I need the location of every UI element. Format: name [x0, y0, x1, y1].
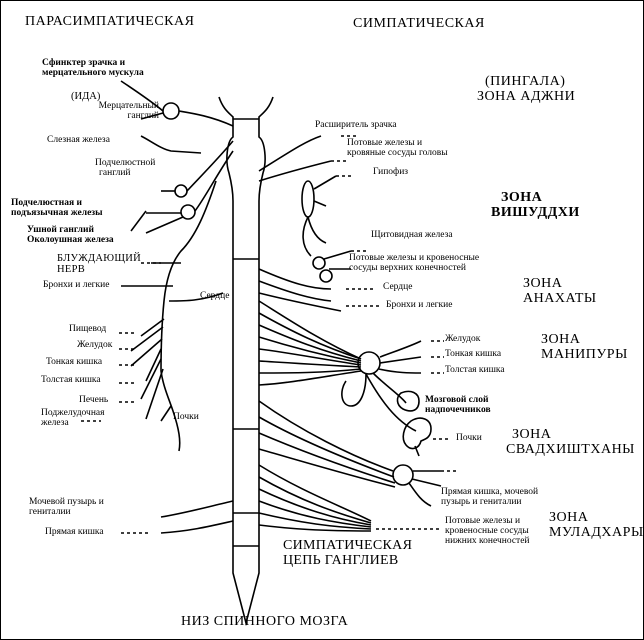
submandibular-ganglion	[174, 184, 188, 198]
celiac-ganglion	[357, 351, 381, 375]
zone-manipura: ЗОНА МАНИПУРЫ	[541, 332, 628, 362]
stellate-ganglion	[319, 269, 333, 283]
label-salivary-glands: Подчелюстная и подъязычная железы	[11, 198, 103, 218]
label-heart-right: Сердце	[383, 282, 413, 292]
label-pupil-dilator: Расширитель зрачка	[315, 120, 397, 130]
zone-muladhara: ЗОНА МУЛАДХАРЫ	[549, 510, 644, 540]
ciliary-ganglion	[162, 102, 180, 120]
sympathetic-chain-label: СИМПАТИЧЕСКАЯ ЦЕПЬ ГАНГЛИЕВ	[283, 538, 413, 568]
label-small-intestine-right: Тонкая кишка	[445, 349, 502, 359]
label-small-intestine-left: Тонкая кишка	[46, 357, 103, 367]
parasympathetic-header: ПАРАСИМПАТИЧЕСКАЯ	[25, 14, 195, 29]
label-kidneys-left: Почки	[173, 412, 199, 422]
inferior-mesenteric-ganglion	[392, 464, 414, 486]
kidney	[402, 417, 432, 450]
vagus-nerve	[160, 180, 217, 452]
label-lacrimal-gland: Слезная железа	[47, 135, 110, 145]
label-large-intestine-right: Толстая кишка	[445, 365, 505, 375]
label-lower-limb-glands: Потовые железы и кровеносные сосуды нижн…	[445, 516, 530, 546]
label-adrenal: Мозговой слой надпочечников	[425, 395, 491, 415]
label-pancreas: Поджелудочная железа	[41, 408, 105, 428]
label-upper-limb-glands: Потовые железы и кровеносные сосуды верх…	[349, 253, 480, 273]
label-large-intestine-left: Толстая кишка	[41, 375, 101, 385]
label-stomach-right: Желудок	[445, 334, 481, 344]
label-bronchi-lungs-right: Бронхи и легкие	[386, 300, 453, 310]
label-pupil-sphincter: Сфинктер зрачка и мерцательного мускула	[42, 58, 144, 78]
zone-ajna: (ПИНГАЛА) ЗОНА АДЖНИ	[477, 74, 576, 104]
label-rectum-bladder: Прямая кишка, мочевой пузырь и гениталии	[441, 487, 539, 507]
spinal-cord	[218, 96, 274, 627]
pterygopalatine-ganglion	[180, 204, 196, 220]
label-bladder-genitals: Мочевой пузырь и гениталии	[29, 497, 104, 517]
label-ear-ganglion: Ушной ганглий Околоушная железа	[27, 225, 114, 245]
label-pituitary: Гипофиз	[373, 167, 409, 177]
label-head-glands: Потовые железы и кровяные сосуды головы	[347, 138, 448, 158]
zone-vishuddhi: ЗОНА ВИШУДДХИ	[491, 190, 580, 220]
label-submandibular-ganglion: Подчелюстной ганглий	[95, 158, 156, 178]
label-vagus-nerve: БЛУЖДАЮЩИЙ НЕРВ	[57, 253, 142, 276]
zone-svadhishthana: ЗОНА СВАДХИШТХАНЫ	[506, 427, 635, 457]
label-liver: Печень	[79, 395, 109, 405]
bottom-header: НИЗ СПИННОГО МОЗГА	[181, 614, 349, 629]
label-bronchi-lungs-left: Бронхи и легкие	[43, 280, 110, 290]
label-esophagus: Пищевод	[69, 324, 107, 334]
label-stomach-left: Желудок	[77, 340, 113, 350]
sympathetic-header: СИМПАТИЧЕСКАЯ	[353, 16, 485, 31]
adrenal-gland	[396, 390, 420, 412]
label-ciliary-ganglion: (ИДА) Мерцательный ганглий	[71, 91, 159, 121]
middle-cervical-ganglion	[312, 256, 326, 270]
label-kidneys-right: Почки	[456, 433, 482, 443]
superior-cervical-ganglion	[301, 180, 315, 218]
zone-anahata: ЗОНА АНАХАТЫ	[523, 276, 597, 306]
label-heart-left: Сердце	[200, 291, 230, 301]
label-rectum: Прямая кишка	[45, 527, 104, 537]
label-thyroid: Щитовидная железа	[371, 230, 453, 240]
